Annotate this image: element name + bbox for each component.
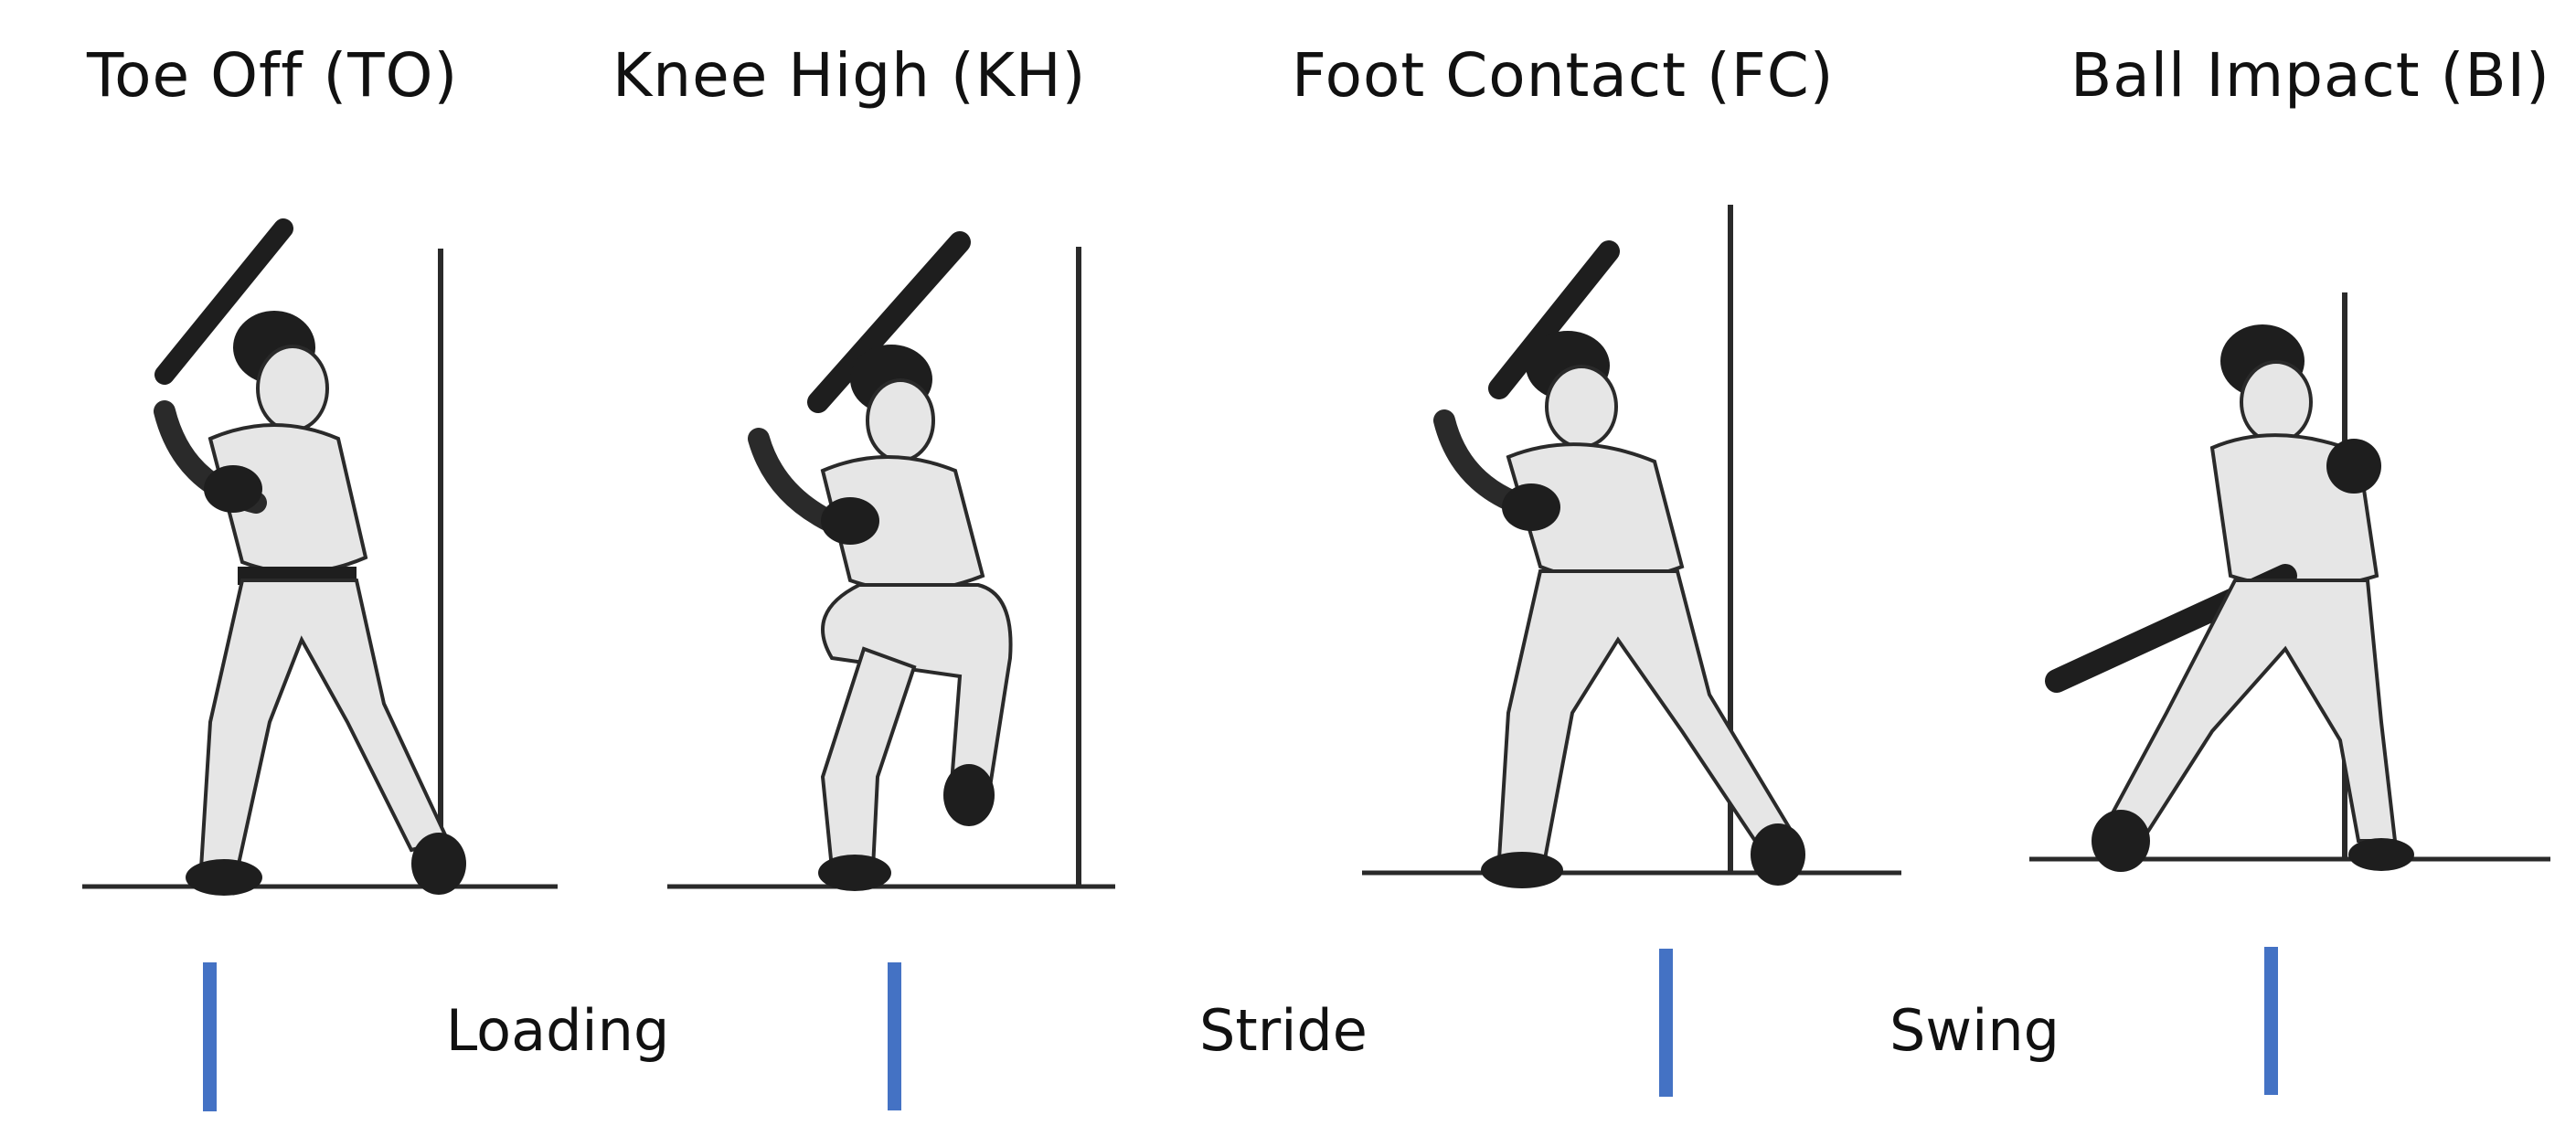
stage-label-swing: Swing <box>1889 997 2060 1064</box>
phase-title-knee-high: Knee High (KH) <box>612 40 1087 111</box>
phase-marker-knee-high <box>888 962 901 1110</box>
batter-ball-impact-illustration <box>2029 283 2560 914</box>
phase-title-toe-off: Toe Off (TO) <box>87 40 459 111</box>
phase-marker-ball-impact <box>2264 947 2278 1095</box>
stage-label-stride: Stride <box>1199 997 1368 1064</box>
stage-label-loading: Loading <box>445 997 670 1064</box>
batter-toe-off-illustration <box>82 210 576 941</box>
batter-knee-high-illustration <box>667 228 1124 941</box>
phase-marker-foot-contact <box>1659 949 1673 1097</box>
phase-title-ball-impact: Ball Impact (BI) <box>2070 40 2550 111</box>
batter-foot-contact-illustration <box>1362 201 1911 932</box>
phase-title-foot-contact: Foot Contact (FC) <box>1292 40 1835 111</box>
phase-marker-toe-off <box>203 962 217 1111</box>
